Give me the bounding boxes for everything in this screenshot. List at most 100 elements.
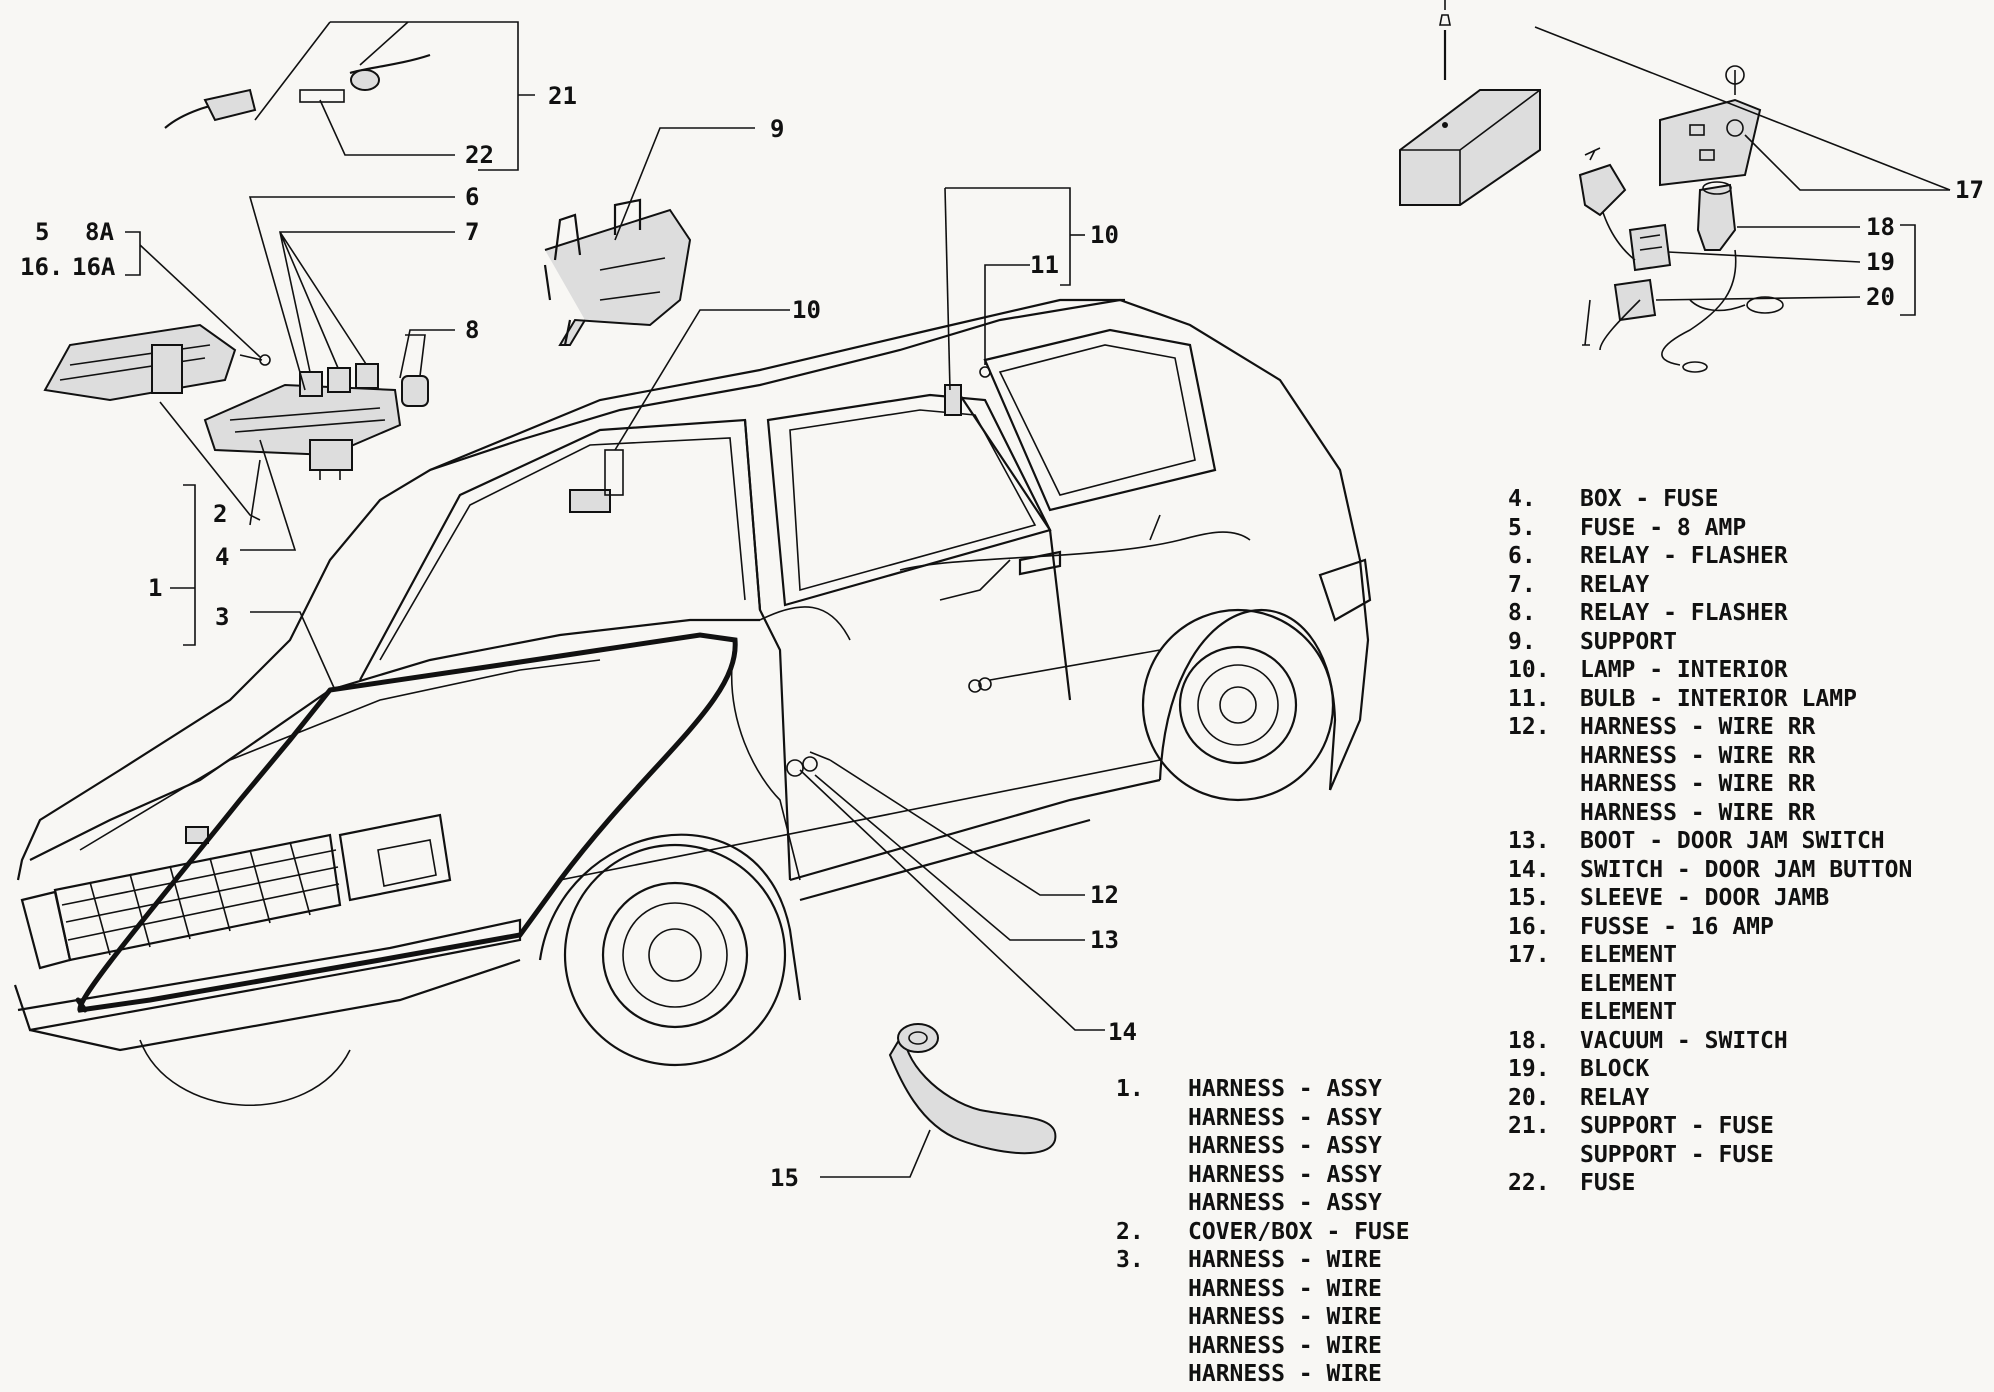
element-housing-illustration	[1399, 0, 1541, 206]
legend-item-description: ELEMENT	[1580, 942, 1677, 968]
legend-item: 3.HARNESS - WIRE	[1116, 1246, 1410, 1275]
legend-item-number: 8.	[1508, 600, 1536, 626]
legend-item-description: SUPPORT - FUSE	[1580, 1141, 1774, 1168]
callout-labels: 21 22 6 7 8 5 8A 16. 16A 2 4 1 3 9 10 10…	[20, 82, 1984, 1192]
legend-item-description: HARNESS - ASSY	[1188, 1190, 1382, 1216]
legend-item-number: 14.	[1508, 856, 1550, 883]
legend-item: 18.VACUUM - SWITCH	[1508, 1027, 1912, 1056]
legend-item-number: 12.	[1508, 714, 1550, 740]
legend-item-number: 6.	[1508, 543, 1536, 569]
legend-item-number: 18.	[1508, 1027, 1550, 1054]
legend-item: 20. RELAY	[1508, 1084, 1912, 1113]
callout-16: 16.	[20, 253, 63, 281]
legend-item: HARNESS - WIRE RR	[1508, 742, 1912, 771]
legend-item: HARNESS - WIRE RR	[1508, 770, 1912, 799]
legend-item: ELEMENT	[1508, 998, 1912, 1027]
legend-item: 11. BULB - INTERIOR LAMP	[1508, 685, 1912, 714]
legend-item-number: 9.	[1508, 628, 1536, 655]
fuse-box-illustration	[203, 363, 402, 480]
legend-item-description: BOX - FUSE	[1580, 486, 1719, 512]
legend-item-description: SUPPORT	[1580, 628, 1677, 655]
legend-item: 5.FUSE - 8 AMP	[1508, 514, 1912, 543]
vacuum-switch-illustration	[1696, 181, 1737, 251]
legend-item-number	[1116, 1132, 1188, 1161]
legend-item-description: HARNESS - WIRE	[1188, 1304, 1382, 1330]
legend-item-number	[1508, 770, 1580, 799]
legend-item: 21.SUPPORT - FUSE	[1508, 1112, 1912, 1141]
legend-item-number: 3.	[1116, 1247, 1144, 1273]
wiring-harness-route	[75, 366, 1251, 1013]
legend-item: HARNESS - ASSY	[1116, 1132, 1410, 1161]
legend-item: HARNESS - WIRE	[1116, 1332, 1410, 1361]
legend-item-number: 16.	[1508, 913, 1550, 940]
callout-8: 8	[465, 316, 479, 344]
callout-13: 13	[1090, 926, 1119, 954]
legend-item-description: BULB - INTERIOR LAMP	[1580, 685, 1857, 712]
legend-item-number: 17.	[1508, 942, 1550, 968]
legend-item-number: 13.	[1508, 828, 1550, 854]
callout-21: 21	[548, 82, 577, 110]
legend-item-description: HARNESS - WIRE	[1188, 1332, 1382, 1359]
legend-item: 14. SWITCH - DOOR JAM BUTTON	[1508, 856, 1912, 885]
flasher-relay-8-illustration	[401, 334, 429, 407]
legend-item-number	[1508, 1141, 1580, 1170]
legend-item-description: FUSE	[1580, 1170, 1636, 1196]
legend-item-number	[1116, 1360, 1188, 1389]
legend-item-number: 15.	[1508, 885, 1550, 911]
legend-item-number: 1.	[1116, 1076, 1144, 1102]
fuse-box-cover-illustration	[43, 323, 271, 402]
element-bracket-illustration	[1659, 65, 1762, 187]
legend-item: HARNESS - ASSY	[1116, 1189, 1410, 1218]
legend-item-description: HARNESS - WIRE RR	[1580, 771, 1816, 797]
legend-item-description: SWITCH - DOOR JAM BUTTON	[1580, 856, 1913, 883]
legend-item-description: BOOT - DOOR JAM SWITCH	[1580, 828, 1885, 854]
legend-item-number: 19.	[1508, 1056, 1550, 1082]
callout-1: 1	[148, 574, 162, 602]
legend-item-number: 11.	[1508, 685, 1550, 712]
callout-18: 18	[1866, 213, 1895, 241]
legend-item-description: SLEEVE - DOOR JAMB	[1580, 885, 1830, 911]
legend-item-description: HARNESS - ASSY	[1188, 1133, 1382, 1159]
legend-item-description: BLOCK	[1580, 1056, 1650, 1082]
leader-lines	[125, 21, 1951, 1178]
legend-item-description: RELAY	[1580, 1084, 1650, 1111]
legend-item-number: 22.	[1508, 1170, 1550, 1196]
legend-item: HARNESS - WIRE RR	[1508, 799, 1912, 828]
legend-item: SUPPORT - FUSE	[1508, 1141, 1912, 1170]
callout-10-right: 10	[1090, 221, 1119, 249]
legend-item: 2.COVER/BOX - FUSE	[1116, 1218, 1410, 1247]
block-illustration	[1628, 223, 1672, 272]
callout-15: 15	[770, 1164, 799, 1192]
legend-item-number	[1116, 1104, 1188, 1133]
callout-4: 4	[215, 543, 229, 571]
element-wiring-illustration	[1578, 147, 1784, 373]
callout-17: 17	[1955, 176, 1984, 204]
callout-22: 22	[465, 141, 494, 169]
legend-item-description: HARNESS - WIRE	[1188, 1361, 1382, 1387]
legend-item: 7.RELAY	[1508, 571, 1912, 600]
legend-item-description: HARNESS - ASSY	[1188, 1161, 1382, 1188]
callout-5-rating: 8A	[85, 218, 114, 246]
car-illustration	[13, 298, 1372, 1106]
legend-item: 4. BOX - FUSE	[1508, 485, 1912, 514]
legend-item-description: RELAY	[1580, 571, 1650, 598]
legend-item-number	[1508, 998, 1580, 1027]
legend-item-number: 4.	[1508, 486, 1536, 512]
legend-item-number: 21.	[1508, 1113, 1550, 1139]
callout-20: 20	[1866, 283, 1895, 311]
legend-item-number	[1116, 1332, 1188, 1361]
legend-item: ELEMENT	[1508, 970, 1912, 999]
legend-item: 22. FUSE	[1508, 1169, 1912, 1198]
legend-item: HARNESS - WIRE	[1116, 1360, 1410, 1389]
legend-item: 17. ELEMENT	[1508, 941, 1912, 970]
callout-9: 9	[770, 115, 784, 143]
legend-item-number	[1508, 970, 1580, 999]
legend-item-description: HARNESS - ASSY	[1188, 1076, 1382, 1102]
legend-item-description: HARNESS - WIRE RR	[1580, 742, 1816, 769]
legend-item: 15. SLEEVE - DOOR JAMB	[1508, 884, 1912, 913]
legend-item: 13. BOOT - DOOR JAM SWITCH	[1508, 827, 1912, 856]
legend-item-number: 20.	[1508, 1084, 1550, 1111]
